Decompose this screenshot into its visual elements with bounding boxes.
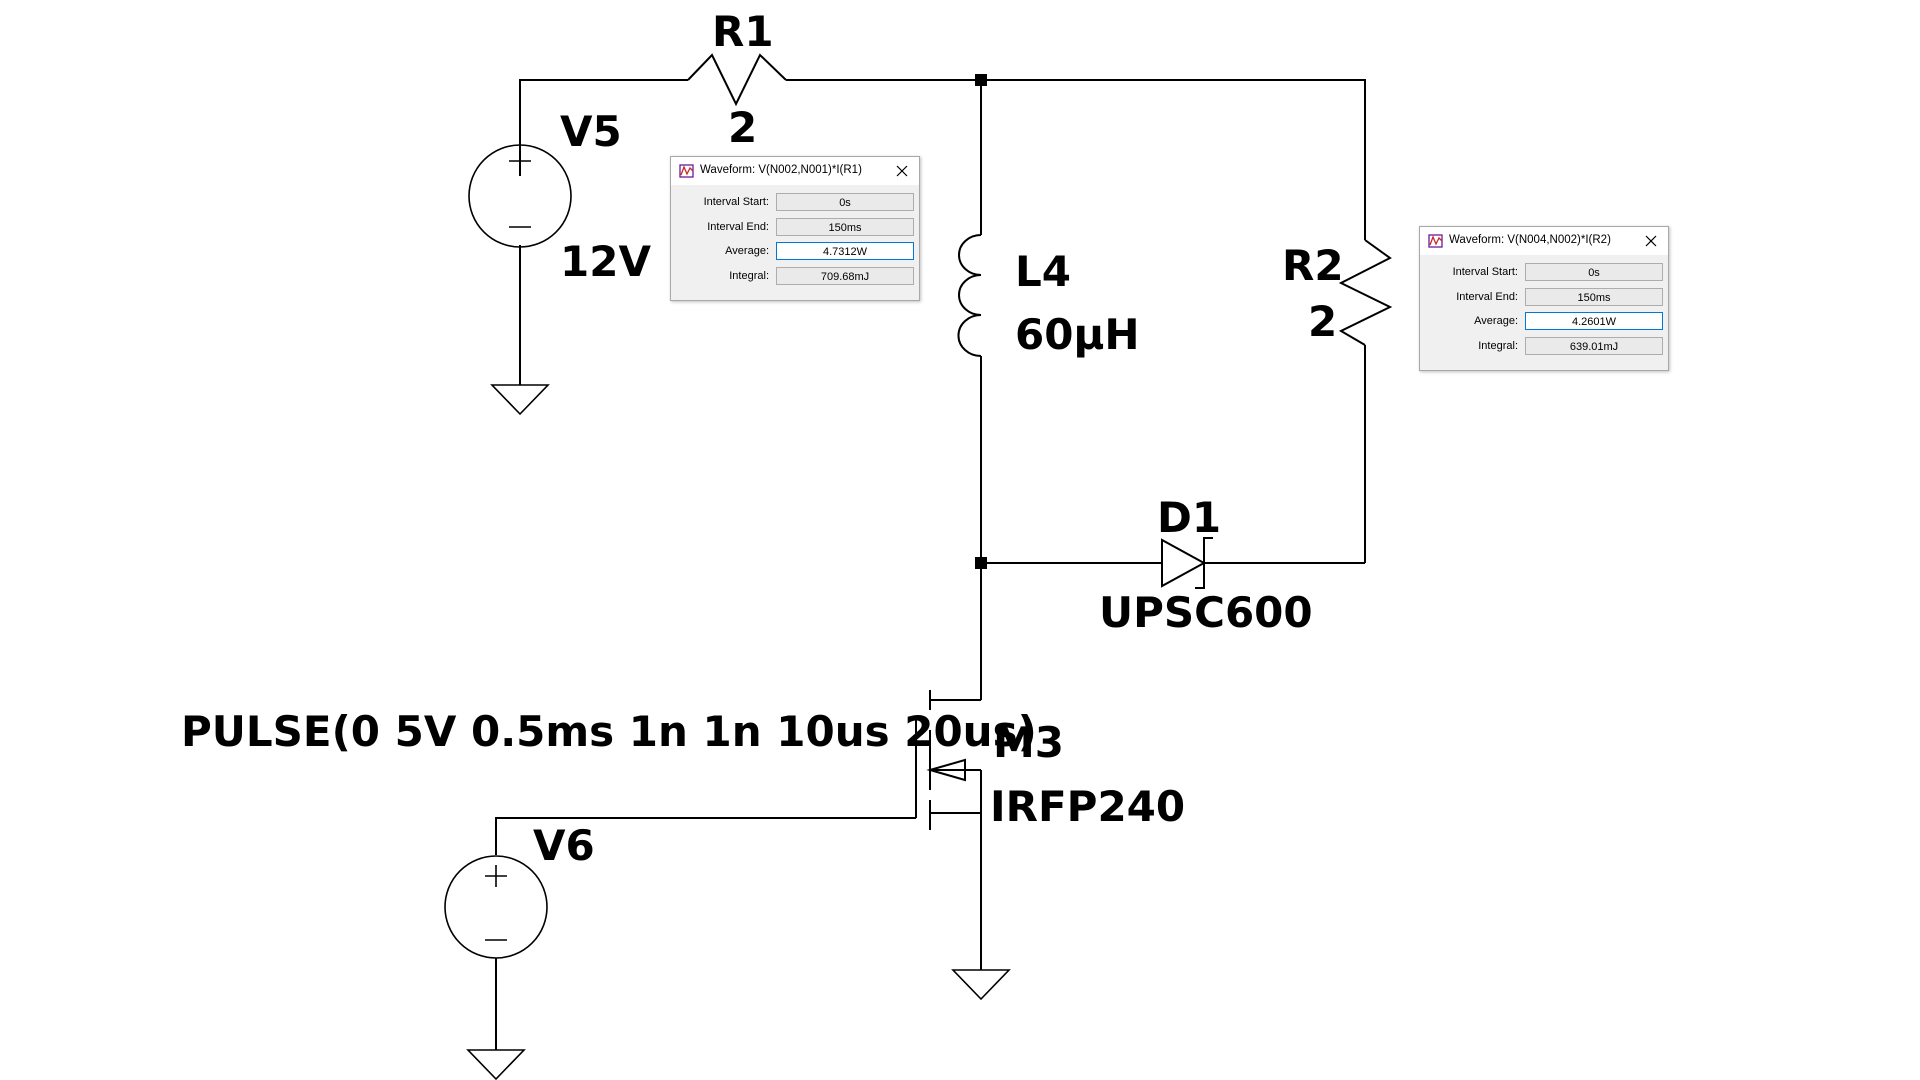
l4-name-label: L4 xyxy=(1015,247,1071,296)
voltage-source-v5[interactable] xyxy=(468,144,572,248)
r2-value-label: 2 xyxy=(1308,297,1337,346)
average-label: Average: xyxy=(1474,315,1518,327)
waveform-dialog-r2[interactable]: Waveform: V(N004,N002)*I(R2) Interval St… xyxy=(1419,226,1669,371)
interval-start-field[interactable]: 0s xyxy=(1525,263,1663,281)
inductor-l4[interactable] xyxy=(957,234,982,357)
dialog-titlebar[interactable]: Waveform: V(N002,N001)*I(R1) xyxy=(671,157,919,185)
interval-end-label: Interval End: xyxy=(707,220,769,233)
v6-name-label: V6 xyxy=(533,821,595,870)
average-label: Average: xyxy=(725,245,769,257)
interval-end-field[interactable]: 150ms xyxy=(1525,287,1663,306)
l4-value-label: 60µH xyxy=(1015,310,1140,359)
ground-symbol xyxy=(951,969,1011,1001)
v5-value-label: 12V xyxy=(560,237,651,286)
mosfet-m3[interactable] xyxy=(915,690,982,830)
r1-value-label: 2 xyxy=(728,103,757,152)
d1-name-label: D1 xyxy=(1157,493,1221,542)
interval-start-field[interactable]: 0s xyxy=(776,193,914,211)
interval-start-label: Interval Start: xyxy=(703,196,769,208)
interval-end-label: Interval End: xyxy=(1456,290,1518,303)
waveform-dialog-r1[interactable]: Waveform: V(N002,N001)*I(R1) Interval St… xyxy=(670,156,920,301)
waveform-app-icon xyxy=(679,164,694,178)
average-field[interactable]: 4.7312W xyxy=(776,242,914,260)
wires xyxy=(495,79,1366,1050)
integral-label: Integral: xyxy=(729,269,769,282)
integral-field[interactable]: 709.68mJ xyxy=(776,266,914,285)
interval-end-field[interactable]: 150ms xyxy=(776,217,914,236)
r1-name-label: R1 xyxy=(712,7,774,56)
waveform-app-icon xyxy=(1428,234,1443,248)
m3-name-label: M3 xyxy=(993,718,1064,767)
integral-label: Integral: xyxy=(1478,339,1518,352)
dialog-titlebar[interactable]: Waveform: V(N004,N002)*I(R2) xyxy=(1420,227,1668,255)
resistor-r2[interactable] xyxy=(1338,239,1393,346)
v5-name-label: V5 xyxy=(560,107,622,156)
integral-field[interactable]: 639.01mJ xyxy=(1525,336,1663,355)
close-icon[interactable] xyxy=(891,160,913,182)
voltage-source-v6[interactable] xyxy=(444,855,548,959)
close-icon[interactable] xyxy=(1640,230,1662,252)
interval-start-label: Interval Start: xyxy=(1452,266,1518,278)
average-field[interactable]: 4.2601W xyxy=(1525,312,1663,330)
ground-symbol xyxy=(490,384,550,416)
ground-symbol xyxy=(466,1049,526,1080)
d1-value-label: UPSC600 xyxy=(1099,588,1313,637)
v6-value-label: PULSE(0 5V 0.5ms 1n 1n 10us 20us) xyxy=(181,707,1037,756)
junction-dot xyxy=(975,74,987,86)
dialog-title: Waveform: V(N002,N001)*I(R1) xyxy=(700,164,862,176)
resistor-r1[interactable] xyxy=(687,53,787,107)
m3-value-label: IRFP240 xyxy=(990,782,1185,831)
r2-name-label: R2 xyxy=(1282,241,1344,290)
dialog-title: Waveform: V(N004,N002)*I(R2) xyxy=(1449,234,1611,246)
junction-dot xyxy=(975,557,987,569)
diode-d1[interactable] xyxy=(1161,537,1213,589)
